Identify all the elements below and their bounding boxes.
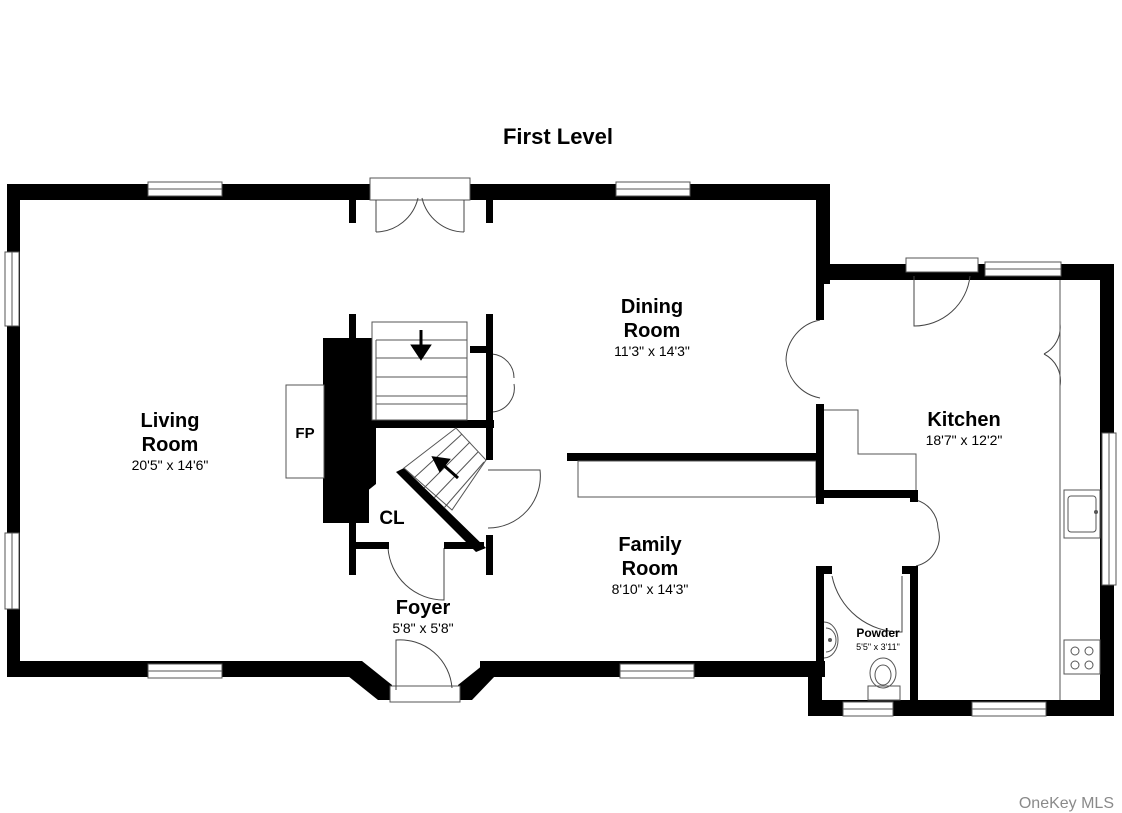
living-room-label: Living — [141, 410, 200, 432]
toilet-icon — [867, 657, 901, 701]
doors — [349, 177, 1061, 703]
plan-title: First Level — [503, 124, 613, 149]
powder-label: Powder — [856, 626, 900, 640]
living-room-dimensions: 20'5" x 14'6" — [132, 457, 209, 473]
sink-icon — [1063, 489, 1101, 539]
powder-sink-icon — [823, 621, 839, 659]
fireplace-label: FP — [295, 425, 314, 442]
arrow-down-icon — [410, 330, 432, 361]
foyer-dimensions: 5'8" x 5'8" — [392, 620, 453, 636]
watermark: OneKey MLS — [1019, 795, 1114, 812]
foyer-label: Foyer — [396, 597, 451, 619]
dining-room-label: Dining — [621, 296, 683, 318]
kitchen-label: Kitchen — [927, 409, 1000, 431]
fixtures — [823, 280, 1101, 701]
stove-icon — [1063, 639, 1101, 675]
living-room-label-line2: Room — [142, 434, 199, 456]
dining-room-dimensions: 11'3" x 14'3" — [614, 343, 690, 359]
powder-dimensions: 5'5" x 3'11" — [856, 642, 900, 652]
interior-walls — [285, 280, 918, 702]
dining-room-label-line2: Room — [624, 320, 681, 342]
closet-label: CL — [379, 508, 405, 529]
kitchen-dimensions: 18'7" x 12'2" — [926, 432, 1003, 448]
arrow-up-icon — [431, 456, 459, 480]
room-labels: Living Room 20'5" x 14'6" Dining Room 11… — [132, 296, 1003, 652]
family-room-dimensions: 8'10" x 14'3" — [612, 581, 689, 597]
family-room-label: Family — [618, 534, 682, 556]
windows — [4, 181, 1117, 717]
family-room-label-line2: Room — [622, 558, 679, 580]
staircase — [371, 321, 487, 511]
